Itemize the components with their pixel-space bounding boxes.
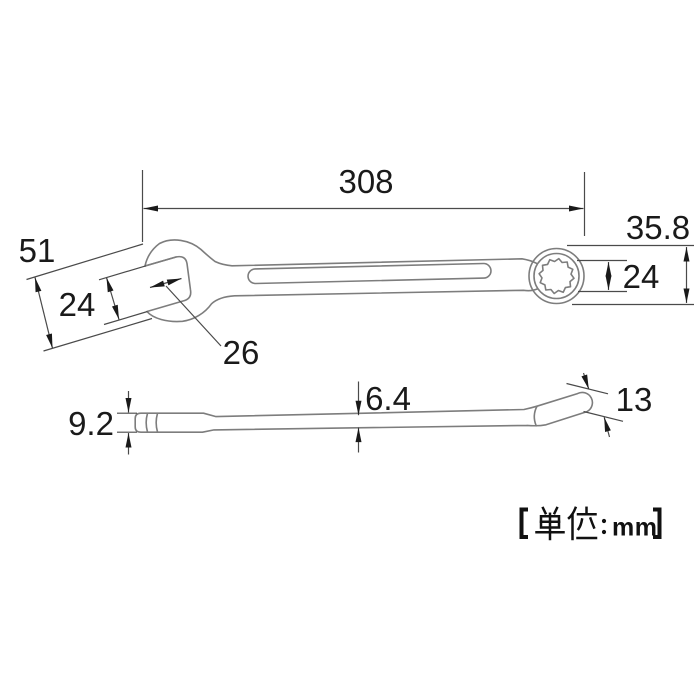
dim-label-jaw-opening: 24 — [59, 286, 96, 323]
dim-label-head-width: 51 — [19, 232, 56, 269]
dim-label-jaw-depth: 26 — [223, 334, 260, 371]
kanji-tan — [535, 506, 565, 541]
top-view-outline — [144, 239, 585, 323]
right-lenticular-bracket — [653, 507, 662, 539]
wrench-body-side-view — [134, 391, 594, 433]
dim-label-ring-end-thickness: 13 — [616, 381, 653, 418]
ext-line — [103, 310, 148, 326]
dim-arrow-ring-thickness-top — [581, 372, 590, 390]
dim-arrow-jaw-opening — [105, 277, 120, 320]
unit-note: mm — [519, 506, 662, 542]
open-end-crease-2 — [155, 412, 159, 433]
kanji-i — [567, 506, 598, 541]
ring-end-crease — [533, 405, 538, 427]
left-lenticular-bracket — [519, 507, 528, 539]
shank-slot — [247, 262, 492, 285]
open-end-crease-1 — [145, 412, 149, 433]
dimension-labels: 308 51 24 26 35.8 24 9.2 6.4 13 — [19, 163, 690, 442]
dim-label-open-end-thickness: 9.2 — [68, 405, 114, 442]
ring-outer-circle — [528, 247, 585, 305]
dim-arrow-head-width — [34, 277, 54, 349]
dim-label-shank-thickness: 6.4 — [365, 380, 411, 417]
jaw-upper-face — [144, 256, 177, 267]
side-view-outline — [134, 391, 594, 433]
unit-value-text: mm — [612, 514, 657, 542]
dim-arrow-ring-thickness-bottom — [603, 417, 611, 438]
leader-line — [165, 285, 222, 347]
ring-chamfer-circle — [533, 252, 580, 300]
dim-label-overall-length: 308 — [338, 163, 393, 200]
dim-arrow-jaw-depth — [149, 277, 182, 289]
dim-label-ring-outer: 35.8 — [626, 209, 690, 246]
dim-label-ring-bore: 24 — [623, 258, 660, 295]
wrench-body-top-view — [144, 239, 539, 323]
ring-12point-bore — [538, 257, 575, 295]
ext-line — [583, 410, 624, 422]
ext-line — [26, 243, 144, 281]
fullwidth-colon — [601, 518, 607, 535]
ext-line — [43, 317, 153, 352]
dimension-lines — [26, 170, 694, 455]
